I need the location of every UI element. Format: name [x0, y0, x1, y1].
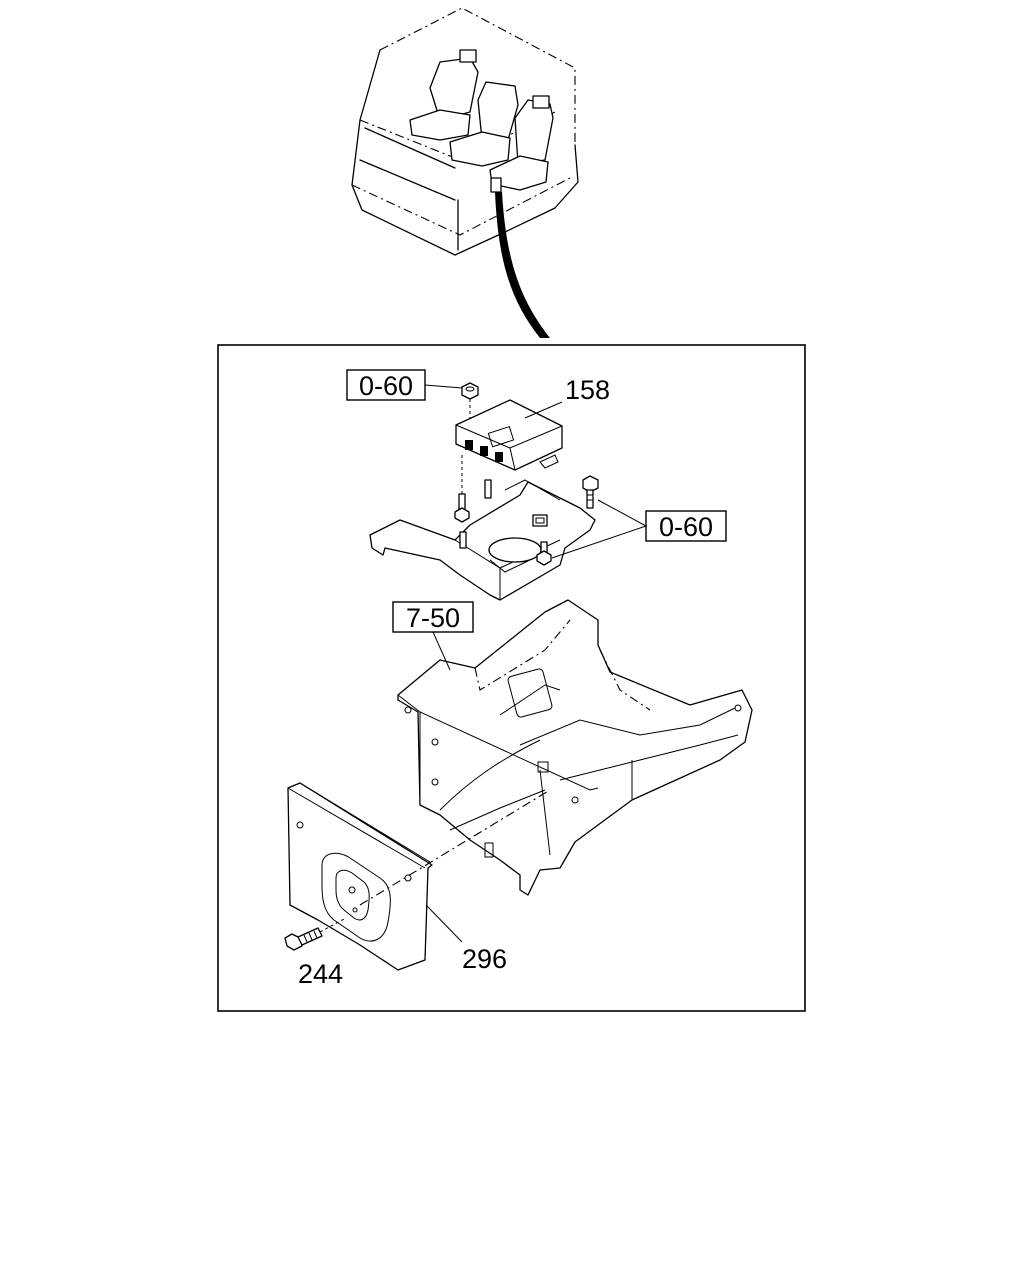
cover-plate-296: [287, 782, 551, 971]
callout-part-296[interactable]: 296: [425, 904, 507, 974]
callout-part-158-label: 158: [565, 375, 610, 405]
bolt-right-icon: [582, 475, 599, 509]
floor-frame: [397, 599, 753, 896]
callout-part-244[interactable]: 244: [298, 959, 343, 989]
callout-ref-right[interactable]: 0-60: [551, 499, 727, 559]
cab-overview: [351, 7, 579, 338]
control-unit-158: [455, 399, 563, 471]
bolt-244-icon: [284, 917, 347, 951]
callout-ref-top-label: 0-60: [359, 371, 413, 401]
detail-frame: [217, 344, 806, 1012]
callout-part-296-label: 296: [462, 944, 507, 974]
callout-ref-right-label: 0-60: [659, 512, 713, 542]
mounting-bracket: [369, 455, 596, 601]
callout-ref-top[interactable]: 0-60: [346, 369, 463, 401]
callout-ref-frame[interactable]: 7-50: [392, 601, 474, 671]
callout-part-158[interactable]: 158: [524, 375, 610, 419]
callout-part-244-label: 244: [298, 959, 343, 989]
callout-ref-frame-label: 7-50: [406, 603, 460, 633]
